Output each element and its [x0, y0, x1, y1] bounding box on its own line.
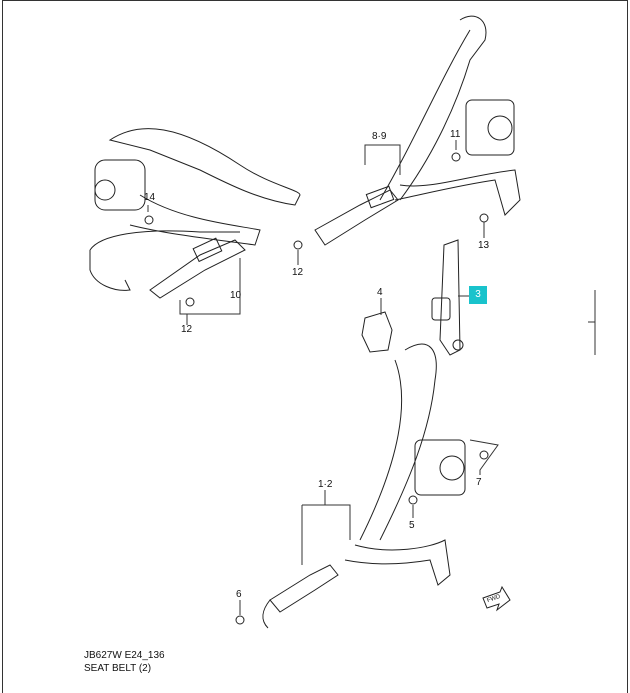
callout-5[interactable]: 5 — [409, 520, 415, 531]
callout-12-left[interactable]: 12 — [181, 324, 193, 335]
callout-13[interactable]: 13 — [478, 240, 490, 251]
callout-11[interactable]: 11 — [450, 129, 461, 140]
callout-8-9[interactable]: 8·9 — [372, 131, 387, 142]
callout-10[interactable]: 10 — [230, 290, 242, 301]
callout-3-highlighted[interactable]: 3 — [469, 286, 487, 304]
callout-1-2[interactable]: 1·2 — [318, 479, 333, 490]
rear-seat-belt-left — [89, 128, 301, 299]
front-seat-belt-lower — [262, 343, 466, 629]
front-seat-belt-upper — [314, 15, 521, 246]
callout-12-right[interactable]: 12 — [292, 267, 304, 278]
callout-14[interactable]: 14 — [144, 192, 156, 203]
callout-6[interactable]: 6 — [236, 589, 242, 600]
callout-4[interactable]: 4 — [377, 287, 383, 298]
adjuster-bracket — [431, 239, 464, 356]
callout-7[interactable]: 7 — [476, 477, 482, 488]
bolts — [185, 152, 489, 625]
forward-arrow-icon — [482, 585, 511, 612]
guide-cover — [361, 311, 393, 353]
leader-lines — [147, 140, 596, 615]
diagram-code: JB627W E24_136 — [84, 650, 165, 661]
diagram-title: SEAT BELT (2) — [84, 663, 152, 674]
